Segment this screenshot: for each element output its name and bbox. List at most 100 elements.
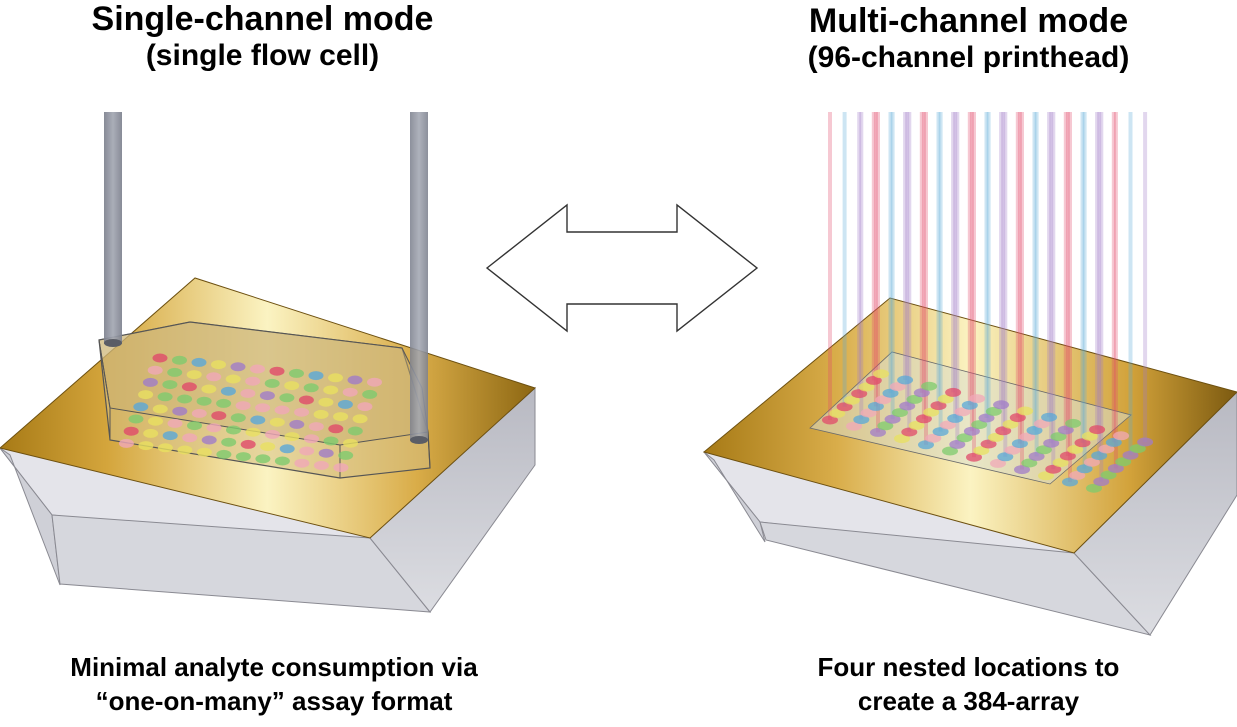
spot bbox=[923, 407, 940, 417]
channel-tube bbox=[1047, 112, 1052, 418]
channel-tube bbox=[1063, 112, 1068, 430]
spot bbox=[1028, 451, 1045, 461]
channel-tube bbox=[873, 112, 878, 407]
channel-tube bbox=[1099, 112, 1104, 482]
spot bbox=[177, 394, 193, 404]
right-caption-line1: Four nested locations to bbox=[817, 652, 1120, 682]
spot bbox=[269, 417, 285, 427]
spot bbox=[220, 386, 236, 396]
spot bbox=[181, 382, 197, 392]
spot bbox=[1083, 457, 1100, 467]
right-title-line1: Multi-channel mode bbox=[808, 2, 1129, 40]
double-arrow-icon bbox=[485, 203, 759, 333]
spot bbox=[201, 435, 217, 445]
spot bbox=[250, 364, 265, 374]
channel-tube bbox=[907, 112, 912, 432]
spot bbox=[822, 415, 838, 425]
spot bbox=[274, 456, 290, 466]
spot bbox=[147, 365, 163, 375]
spot bbox=[347, 426, 363, 436]
spot bbox=[337, 399, 353, 409]
channel-tube bbox=[1032, 112, 1037, 431]
spot bbox=[1011, 439, 1028, 449]
channel-tube bbox=[921, 112, 926, 419]
channel-tube bbox=[1128, 112, 1133, 456]
spot bbox=[1045, 464, 1062, 474]
spot bbox=[971, 420, 988, 430]
left-caption-line2: “one-on-many” assay format bbox=[95, 686, 453, 716]
channel-tube bbox=[871, 112, 876, 381]
channel-tube bbox=[905, 112, 910, 406]
spot bbox=[1009, 413, 1026, 423]
spot bbox=[250, 415, 266, 425]
spot bbox=[942, 446, 958, 456]
spot bbox=[1093, 477, 1110, 487]
spot bbox=[172, 406, 188, 416]
channel-tube bbox=[972, 112, 976, 458]
spot bbox=[956, 433, 973, 443]
spot bbox=[1059, 451, 1076, 461]
channel-tube bbox=[919, 112, 924, 393]
spot bbox=[138, 390, 154, 400]
spot bbox=[915, 414, 932, 424]
spot bbox=[259, 391, 275, 401]
spot bbox=[133, 402, 149, 412]
spot bbox=[1014, 465, 1030, 475]
spot bbox=[1017, 406, 1034, 416]
spot bbox=[1067, 444, 1084, 454]
spot bbox=[177, 445, 193, 455]
spot bbox=[993, 400, 1010, 410]
spot bbox=[867, 401, 884, 411]
spot bbox=[245, 376, 261, 386]
spot bbox=[230, 362, 246, 372]
spot bbox=[162, 380, 178, 390]
spot bbox=[289, 419, 305, 429]
spot bbox=[211, 411, 227, 421]
spot bbox=[289, 368, 304, 378]
spot bbox=[328, 373, 343, 383]
spot bbox=[284, 381, 300, 391]
spot bbox=[1107, 463, 1124, 473]
left-title-line2: (single flow cell) bbox=[145, 39, 380, 72]
spot bbox=[304, 434, 319, 444]
spot bbox=[836, 402, 853, 412]
channel-tube bbox=[1015, 112, 1020, 418]
spot bbox=[206, 372, 222, 382]
spot bbox=[1052, 458, 1069, 468]
spot bbox=[1019, 432, 1036, 442]
spot bbox=[1091, 451, 1108, 461]
channel-tube bbox=[999, 112, 1004, 405]
spot bbox=[1050, 432, 1067, 442]
right-caption: Four nested locations to create a 384-ar… bbox=[700, 650, 1237, 718]
spot bbox=[255, 454, 271, 464]
channel-tube bbox=[857, 112, 862, 394]
outlet-tube bbox=[410, 112, 428, 444]
spot bbox=[1002, 419, 1019, 429]
spot bbox=[226, 425, 241, 435]
spot bbox=[921, 381, 938, 391]
spot bbox=[1089, 425, 1106, 435]
spot bbox=[362, 389, 378, 399]
spot bbox=[961, 400, 978, 410]
spot bbox=[240, 388, 256, 398]
spot bbox=[889, 382, 906, 392]
spot bbox=[172, 355, 187, 365]
spot bbox=[1122, 450, 1139, 460]
spot bbox=[308, 422, 324, 432]
spot bbox=[843, 395, 860, 405]
spot bbox=[245, 427, 261, 437]
inlet-tube bbox=[104, 112, 122, 347]
left-title-line1: Single-channel mode bbox=[91, 0, 434, 38]
spot bbox=[897, 375, 914, 385]
spot bbox=[269, 366, 285, 376]
spot bbox=[918, 440, 934, 450]
spot bbox=[216, 398, 232, 408]
channel-tube bbox=[828, 112, 832, 420]
channel-tube bbox=[986, 112, 991, 444]
right-title-line2: (96-channel printhead) bbox=[807, 41, 1130, 74]
spot bbox=[884, 414, 901, 424]
spot bbox=[1041, 412, 1058, 422]
spot bbox=[235, 452, 251, 462]
spot bbox=[206, 423, 222, 433]
spot bbox=[1004, 445, 1021, 455]
